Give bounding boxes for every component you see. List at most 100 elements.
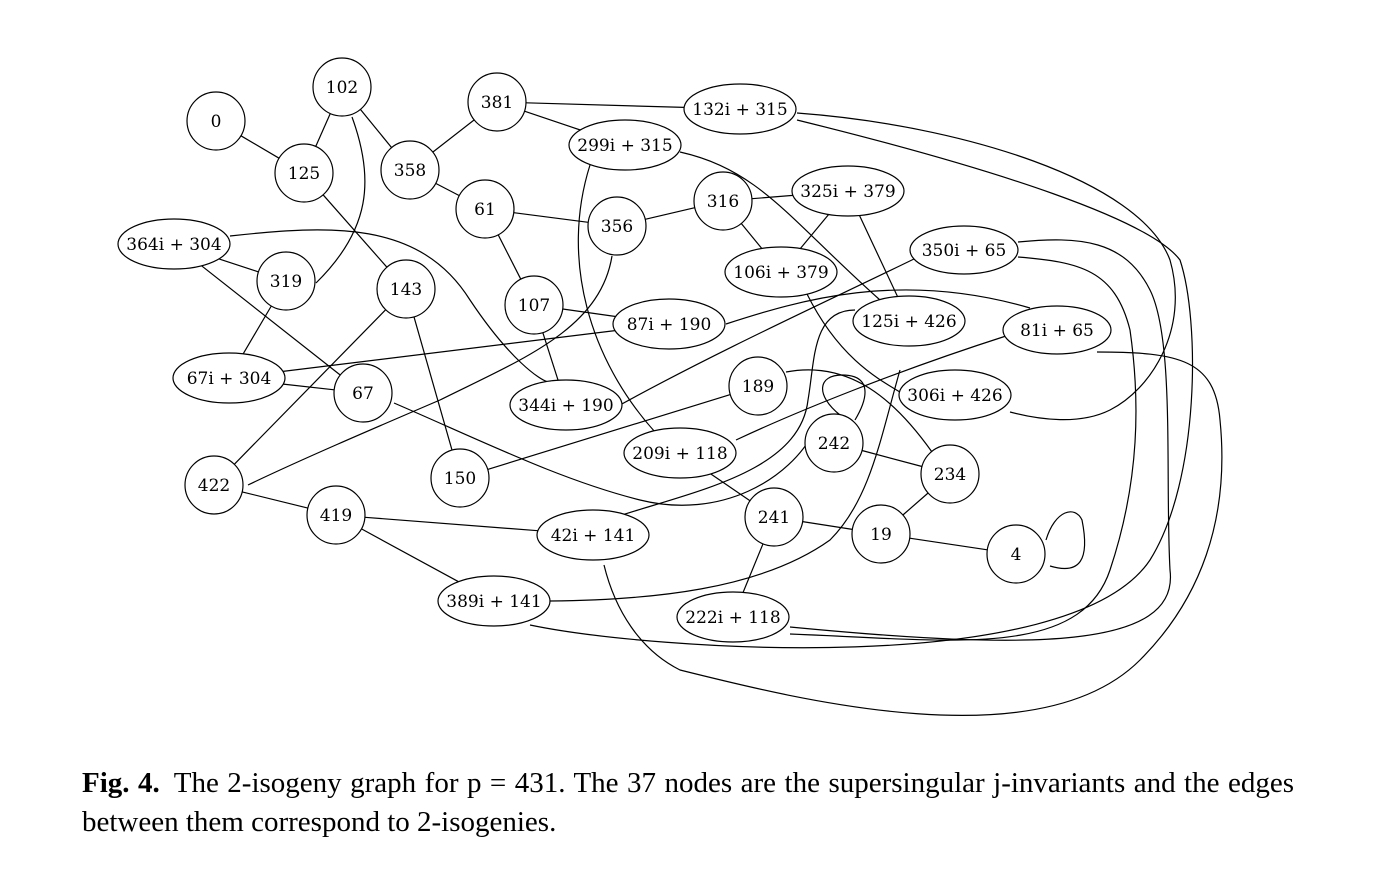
edge-n241-n19 — [802, 521, 853, 530]
edge-n102-n125 — [315, 113, 331, 147]
edge-n102-n319 — [315, 116, 366, 284]
node-label: 299i + 315 — [577, 136, 672, 156]
node-label: 319 — [270, 272, 302, 292]
edge-n143-n150 — [413, 316, 453, 451]
node-label: 81i + 65 — [1020, 321, 1094, 341]
graph-node: 316 — [693, 171, 753, 231]
edge-n67-n242 — [393, 402, 816, 506]
graph-node: 67 — [333, 363, 393, 423]
node-label: 356 — [601, 217, 633, 237]
edge-n316-n325i379 — [751, 194, 793, 200]
edge-n306i426-n389i141 — [549, 369, 901, 602]
node-shape — [312, 57, 372, 117]
node-label: 242 — [818, 434, 850, 454]
node-shape — [430, 448, 490, 508]
node-label: 189 — [742, 377, 774, 397]
graph-node: 306i + 426 — [898, 369, 1012, 421]
node-label: 143 — [390, 280, 422, 300]
node-label: 106i + 379 — [733, 263, 828, 283]
edge-n19-n4 — [909, 537, 988, 551]
node-shape — [728, 356, 788, 416]
node-shape — [851, 504, 911, 564]
graph-node: 422 — [184, 455, 244, 515]
edge-n350i65-n344i190 — [619, 257, 917, 406]
edge-n350i65-n222i118 — [789, 239, 1171, 641]
edge-n364i304-n344i190 — [229, 229, 549, 383]
edge-n106i379-n306i426 — [806, 293, 906, 396]
node-label: 102 — [326, 78, 358, 98]
graph-node: 189 — [728, 356, 788, 416]
graph-node: 19 — [851, 504, 911, 564]
edge-n381-n358 — [432, 119, 475, 153]
node-shape — [536, 509, 650, 561]
graph-node: 67i + 304 — [172, 352, 286, 404]
node-label: 150 — [444, 469, 476, 489]
edge-n4-n4 — [1045, 511, 1086, 570]
graph-node: 222i + 118 — [676, 591, 790, 643]
node-shape — [920, 444, 980, 504]
graph-node: 319 — [256, 251, 316, 311]
edge-n67i304-n67 — [283, 383, 335, 391]
edge-n132i315-n389i141 — [529, 119, 1194, 649]
edge-n419-n42i141 — [364, 516, 538, 532]
edge-n87i190-n67i304 — [282, 330, 616, 372]
edge-n299i315-n125i426 — [679, 151, 881, 301]
edge-n125-n143 — [322, 194, 388, 268]
node-shape — [612, 298, 726, 350]
edge-n364i304-n319 — [218, 258, 259, 273]
node-shape — [852, 295, 966, 347]
graph-node: 325i + 379 — [791, 165, 905, 217]
edge-n381-n132i315 — [525, 102, 685, 108]
edge-n102-n358 — [359, 109, 393, 148]
graph-node: 209i + 118 — [623, 427, 737, 479]
edge-n381-n299i315 — [524, 110, 581, 131]
edge-n325i379-n125i426 — [858, 215, 899, 297]
node-label: 42i + 141 — [551, 526, 636, 546]
node-shape — [256, 251, 316, 311]
edge-n325i379-n106i379 — [799, 214, 830, 249]
node-shape — [909, 225, 1019, 275]
edge-n61-n107 — [497, 234, 522, 280]
node-label: 132i + 315 — [692, 100, 787, 120]
edge-n242-n234 — [861, 449, 923, 468]
node-shape — [986, 524, 1046, 584]
edge-n125i426-n42i141 — [621, 309, 856, 516]
edge-n419-n389i141 — [361, 528, 459, 583]
node-label: 19 — [870, 525, 892, 545]
graph-node: 419 — [306, 485, 366, 545]
edge-n81i65-n42i141 — [603, 351, 1223, 716]
node-label: 234 — [934, 465, 966, 485]
node-label: 344i + 190 — [518, 396, 613, 416]
graph-node: 125 — [274, 143, 334, 203]
node-label: 125 — [288, 164, 320, 184]
node-shape — [333, 363, 393, 423]
node-shape — [306, 485, 366, 545]
node-shape — [693, 171, 753, 231]
node-label: 87i + 190 — [627, 315, 712, 335]
graph-node: 381 — [467, 72, 527, 132]
node-shape — [504, 275, 564, 335]
graph-node: 242 — [804, 413, 864, 473]
edge-n107-n87i190 — [562, 308, 616, 318]
edge-n107-n344i190 — [542, 332, 559, 381]
node-shape — [376, 259, 436, 319]
figure-caption: Fig. 4. The 2-isogeny graph for p = 431.… — [82, 764, 1294, 842]
graph-node: 358 — [380, 140, 440, 200]
node-label: 209i + 118 — [632, 444, 727, 464]
edge-n364i304-n67 — [201, 265, 341, 376]
edge-n81i65-n209i118 — [735, 335, 1007, 441]
graph-node: 81i + 65 — [1002, 305, 1112, 355]
edge-n209i118-n241 — [710, 473, 751, 502]
node-shape — [437, 575, 551, 627]
node-label: 350i + 65 — [922, 241, 1007, 261]
figure-label: Fig. 4. — [82, 767, 160, 799]
graph-node: 150 — [430, 448, 490, 508]
graph-node: 299i + 315 — [568, 119, 682, 171]
graph-node: 241 — [744, 487, 804, 547]
node-shape — [724, 246, 838, 298]
edge-n234-n19 — [902, 492, 929, 516]
edge-n299i315-n209i118 — [577, 164, 656, 433]
node-shape — [676, 591, 790, 643]
edge-n189-n150 — [487, 394, 731, 470]
